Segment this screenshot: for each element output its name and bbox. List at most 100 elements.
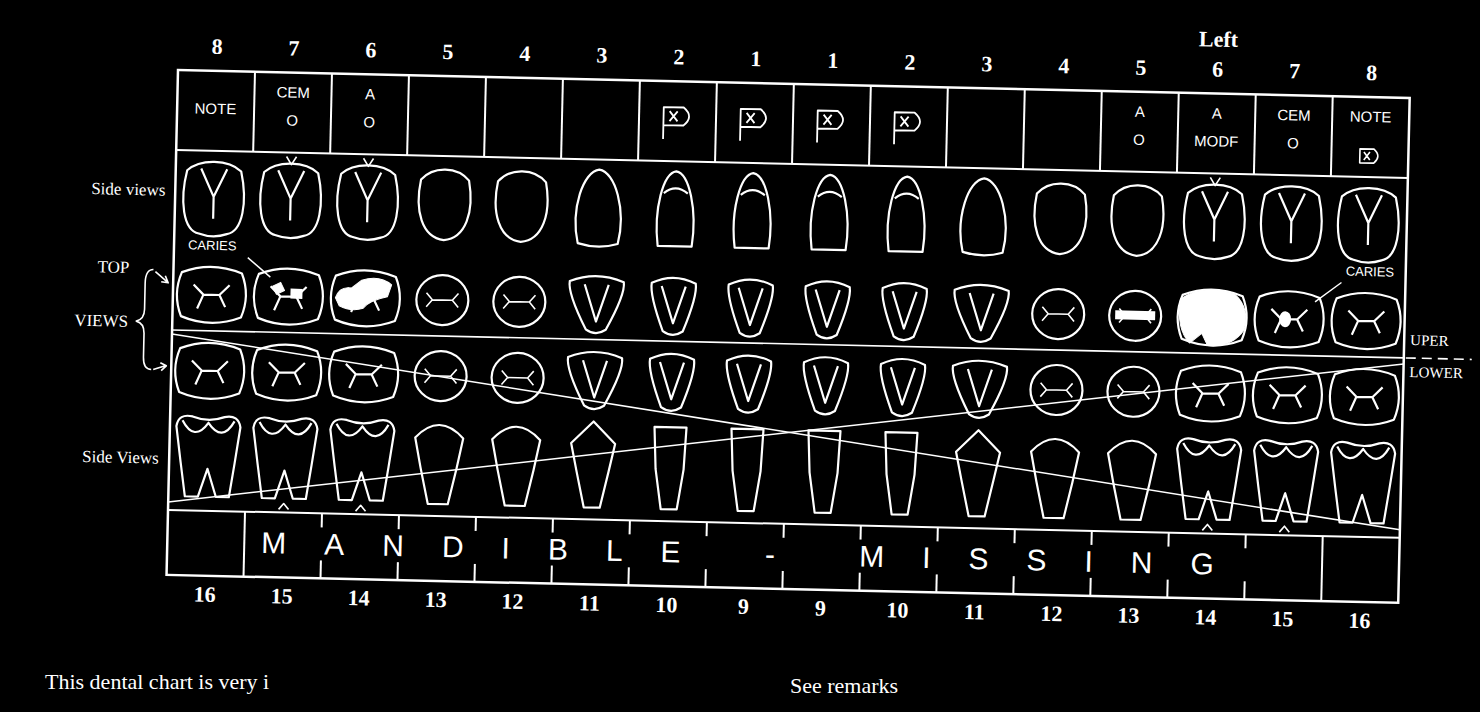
grid-line bbox=[1254, 94, 1256, 174]
tooth-side-view bbox=[810, 174, 848, 250]
side-label: Left bbox=[1199, 27, 1239, 52]
tooth-number: 11 bbox=[964, 600, 985, 625]
tooth-side-view bbox=[495, 171, 548, 243]
tooth-number: 6 bbox=[1212, 57, 1224, 81]
chart-note: O bbox=[363, 114, 375, 131]
filling bbox=[1115, 310, 1155, 320]
tooth-side-view bbox=[1107, 440, 1157, 520]
tooth-side-view bbox=[807, 430, 841, 513]
tooth-side-view bbox=[418, 169, 471, 241]
grid-line bbox=[1177, 93, 1179, 173]
tooth-side-view bbox=[1253, 440, 1319, 522]
grid-line bbox=[715, 82, 717, 162]
jaw-label: LOWER bbox=[1409, 364, 1463, 382]
tooth-top-view bbox=[803, 357, 849, 415]
tooth-side-view bbox=[414, 424, 464, 504]
tooth-number: 3 bbox=[981, 52, 993, 76]
tooth-number: 7 bbox=[288, 37, 300, 61]
tooth-top-view bbox=[1331, 292, 1401, 350]
caries-note: CARIES bbox=[1346, 265, 1395, 280]
row-label: Side Views bbox=[82, 448, 159, 468]
chart-note: MODF bbox=[1194, 133, 1239, 150]
tooth-top-view bbox=[414, 350, 467, 401]
row-label: VIEWS bbox=[74, 312, 128, 332]
tooth-top-view bbox=[567, 351, 623, 409]
grid-line bbox=[792, 84, 794, 164]
tooth-side-view bbox=[1111, 185, 1164, 257]
tooth-top-view bbox=[1254, 290, 1324, 348]
tooth-number: 13 bbox=[424, 588, 447, 613]
grid-line bbox=[484, 77, 486, 157]
tooth-top-view bbox=[491, 352, 544, 403]
tooth-number: 2 bbox=[904, 50, 916, 74]
tooth-top-view bbox=[650, 277, 696, 335]
tooth-number: 14 bbox=[347, 586, 370, 611]
restoration-symbol bbox=[1360, 149, 1378, 163]
grid-line bbox=[1321, 536, 1322, 601]
tooth-top-view bbox=[1109, 290, 1162, 341]
caption: This dental chart is very i bbox=[45, 670, 269, 694]
jaw-divider bbox=[1406, 358, 1472, 359]
tooth-top-view bbox=[726, 355, 772, 413]
brace bbox=[135, 269, 153, 369]
tooth-number: 7 bbox=[1289, 59, 1301, 83]
tooth-number: 16 bbox=[193, 582, 216, 607]
restoration-symbol bbox=[663, 107, 689, 140]
tooth-number: 10 bbox=[655, 593, 678, 618]
tooth-top-view bbox=[329, 346, 399, 404]
chart-note: O bbox=[1287, 135, 1299, 152]
chart-note: NOTE bbox=[1350, 109, 1392, 126]
chart-note: CEM bbox=[276, 84, 310, 101]
tooth-top-view bbox=[1177, 289, 1247, 347]
tooth-number: 8 bbox=[1366, 61, 1378, 85]
tooth-fissure bbox=[503, 294, 535, 309]
caries-note: CARIES bbox=[188, 238, 237, 253]
tooth-top-view bbox=[493, 276, 546, 327]
tooth-top-view bbox=[253, 268, 323, 326]
tooth-top-view bbox=[953, 284, 1009, 342]
tooth-number: 11 bbox=[579, 591, 600, 616]
grid-line bbox=[869, 86, 871, 166]
tooth-number: 1 bbox=[827, 49, 839, 73]
tooth-number: 5 bbox=[1135, 56, 1147, 80]
row-label: TOP bbox=[97, 258, 129, 277]
grid-line bbox=[561, 79, 563, 159]
chart-note: A bbox=[1135, 104, 1145, 121]
tooth-number: 12 bbox=[1040, 602, 1063, 627]
tooth-side-view bbox=[1176, 438, 1242, 520]
tooth-top-view bbox=[1032, 288, 1085, 339]
tooth-side-view bbox=[960, 178, 1007, 256]
tooth-top-view bbox=[1329, 368, 1399, 426]
tooth-side-view bbox=[329, 419, 395, 501]
tooth-top-view bbox=[952, 360, 1008, 418]
tooth-top-view bbox=[330, 270, 400, 328]
tooth-number: 8 bbox=[211, 35, 223, 59]
tooth-top-view bbox=[881, 283, 927, 341]
tooth-side-view bbox=[730, 429, 764, 512]
tooth-side-view bbox=[653, 427, 687, 510]
row-label: Side views bbox=[91, 180, 166, 200]
tooth-top-view bbox=[1030, 364, 1083, 415]
arrow bbox=[155, 272, 168, 283]
tooth-side-view bbox=[1330, 442, 1396, 524]
tooth-number: 9 bbox=[815, 597, 827, 621]
tooth-top-view bbox=[649, 353, 695, 411]
chart-note: CEM bbox=[1277, 107, 1311, 124]
tooth-top-view bbox=[727, 279, 773, 337]
grid-line bbox=[1023, 89, 1025, 169]
grid-line bbox=[244, 512, 245, 577]
tooth-top-view bbox=[804, 281, 850, 339]
leader-line bbox=[247, 258, 270, 278]
chart-border bbox=[167, 70, 1410, 603]
grid-line bbox=[253, 72, 255, 152]
tooth-number: 3 bbox=[596, 43, 608, 67]
restoration-symbol bbox=[740, 109, 766, 142]
marker bbox=[1210, 177, 1220, 185]
tooth-fissure bbox=[1040, 383, 1072, 398]
tooth-side-view bbox=[884, 432, 918, 515]
tooth-top-view bbox=[175, 342, 245, 400]
tooth-side-view bbox=[955, 430, 1001, 517]
jaw-label: UPER bbox=[1410, 332, 1449, 349]
grid-line bbox=[1331, 96, 1333, 176]
tooth-side-view bbox=[733, 173, 771, 249]
